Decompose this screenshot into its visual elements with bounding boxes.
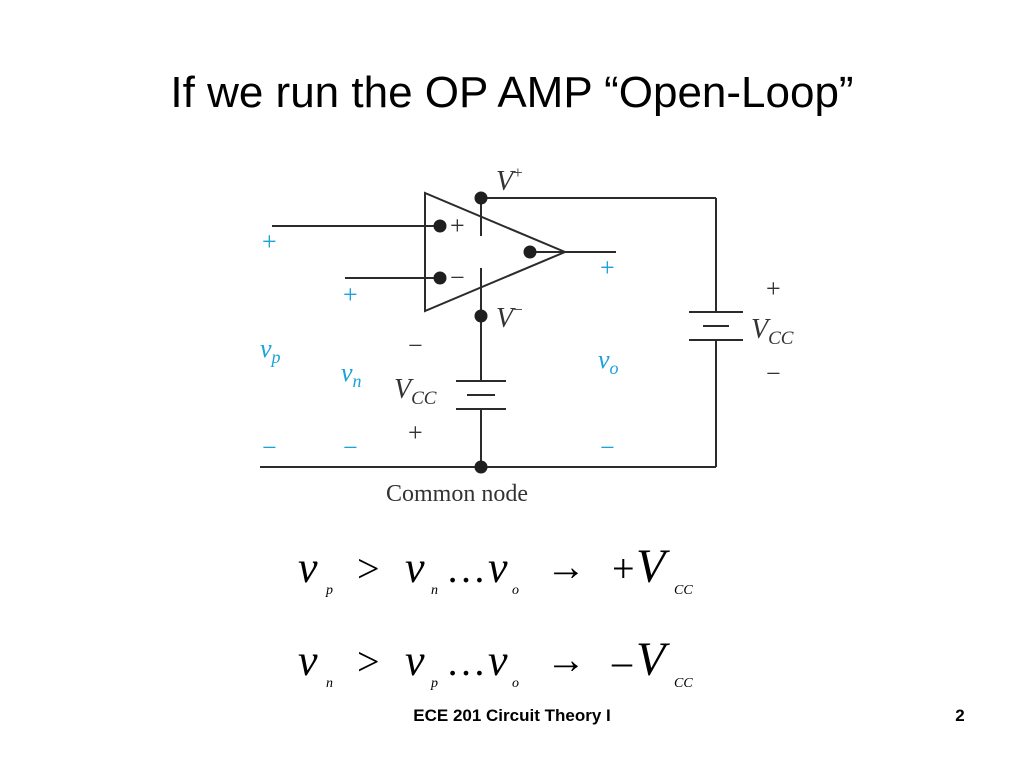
eq2-vcc-v: V — [636, 633, 670, 686]
vminus-terminal-dot — [474, 309, 488, 323]
page-number: 2 — [955, 706, 965, 725]
common-node-dot — [474, 460, 488, 474]
eq1-arrow: → — [546, 544, 586, 589]
vplus-terminal-dot — [474, 191, 488, 205]
vplus-label: V+ — [496, 163, 523, 197]
eq2-vp-v: v — [405, 636, 425, 685]
vp-label: vp — [260, 334, 281, 367]
plus-input-sign: + — [450, 211, 465, 240]
vminus-label: V− — [496, 300, 523, 334]
eq1-vn-v: v — [405, 543, 425, 592]
eq1-vp-sub: p — [325, 583, 333, 598]
vn-minus-sign: − — [343, 433, 358, 462]
slide-title: If we run the OP AMP “Open-Loop” — [170, 68, 854, 117]
eq1-vo-v: v — [488, 543, 508, 592]
vp-plus-sign: + — [262, 227, 277, 256]
equation-vp-greater: v p > v n … v o → + V CC — [298, 540, 693, 598]
eq2-greater-than: > — [357, 639, 380, 684]
output-terminal-dot — [523, 245, 537, 259]
footer-course-title: ECE 201 Circuit Theory I — [413, 706, 611, 725]
eq2-vo-v: v — [488, 636, 508, 685]
eq1-greater-than: > — [357, 546, 380, 591]
eq2-vo-sub: o — [512, 676, 519, 691]
circuit-wires — [260, 191, 743, 468]
eq2-ellipsis: … — [446, 639, 486, 684]
vo-plus-sign: + — [600, 253, 615, 282]
vn-plus-sign: + — [343, 280, 358, 309]
eq1-vp-v: v — [298, 543, 318, 592]
op-amp-triangle — [424, 191, 568, 313]
equation-vn-greater: v n > v p … v o → – V CC — [298, 633, 693, 691]
vo-minus-sign: − — [600, 433, 615, 462]
right-vcc-label: VCC — [751, 314, 794, 349]
eq1-ellipsis: … — [446, 546, 486, 591]
common-node-label: Common node — [386, 481, 528, 507]
left-vcc-label: VCC — [394, 374, 437, 409]
eq2-arrow: → — [546, 637, 586, 682]
vp-minus-sign: − — [262, 433, 277, 462]
eq1-vcc-sub: CC — [674, 583, 693, 598]
eq1-vcc-v: V — [636, 540, 670, 593]
vn-label: vn — [341, 358, 362, 391]
noninverting-terminal-dot — [433, 219, 447, 233]
eq1-vo-sub: o — [512, 583, 519, 598]
eq2-vn-sub: n — [326, 676, 333, 691]
right-vcc-plus-sign: + — [766, 274, 781, 303]
eq1-vn-sub: n — [431, 583, 438, 598]
eq1-sign: + — [612, 546, 635, 591]
inverting-terminal-dot — [433, 271, 447, 285]
eq2-vp-sub: p — [430, 676, 438, 691]
eq2-vn-v: v — [298, 636, 318, 685]
left-vcc-plus-sign: + — [408, 418, 423, 447]
circuit-nodes — [433, 191, 537, 474]
right-vcc-minus-sign: − — [766, 359, 781, 388]
vo-label: vo — [598, 345, 619, 378]
eq2-sign: – — [611, 639, 633, 684]
eq2-vcc-sub: CC — [674, 676, 693, 691]
left-vcc-minus-sign: − — [408, 331, 423, 360]
minus-input-sign: − — [450, 263, 465, 292]
